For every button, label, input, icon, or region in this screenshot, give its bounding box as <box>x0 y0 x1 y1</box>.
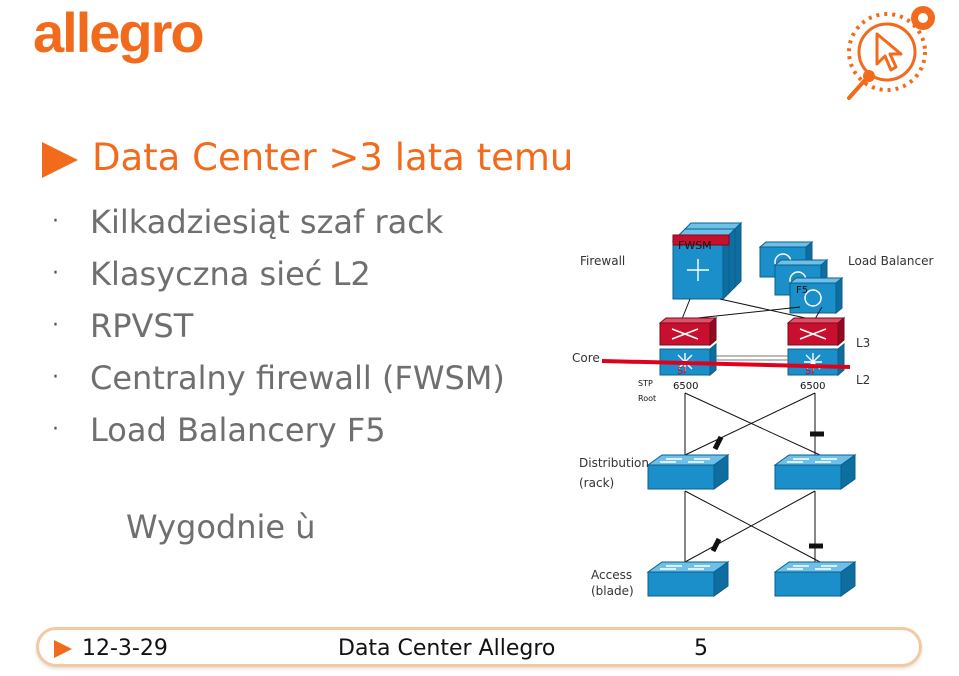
root-label: Root <box>638 394 656 403</box>
footer-arrow-icon <box>54 640 72 658</box>
bullet-item: · Kilkadziesiąt szaf rack <box>52 200 505 252</box>
bullet-marker: · <box>52 313 59 338</box>
firewall-label: Firewall <box>580 254 625 268</box>
bullet-text: Load Balancery F5 <box>90 411 386 449</box>
core-label: Core <box>572 351 600 365</box>
bullet-text: Centralny firewall (FWSM) <box>90 359 505 397</box>
bullet-marker: · <box>52 365 59 390</box>
bullet-item: · Centralny firewall (FWSM) <box>52 356 505 408</box>
footer-bar <box>36 627 922 667</box>
footer-title: Data Center Allegro <box>338 636 556 661</box>
bullet-marker: · <box>52 209 59 234</box>
slide-title: Data Center >3 lata temu <box>92 136 574 179</box>
distribution-switch <box>774 454 856 490</box>
distribution-label: Distribution <box>579 456 649 470</box>
load-balancer-label: Load Balancer <box>848 254 933 268</box>
bullet-item: · Load Balancery F5 <box>52 408 505 460</box>
l3-label: L3 <box>856 336 870 350</box>
bullet-text: Klasyczna sieć L2 <box>90 255 371 293</box>
footer-date: 12-3-29 <box>82 636 168 661</box>
fwsm-label: FWSM <box>678 239 712 252</box>
bullet-marker: · <box>52 417 59 442</box>
f5-label: F5 <box>796 285 808 296</box>
stp-label: STP <box>638 379 653 388</box>
access-switch <box>647 561 729 597</box>
bullet-list: · Kilkadziesiąt szaf rack · Klasyczna sieć… <box>52 200 505 460</box>
blade-label: (blade) <box>591 584 634 598</box>
fwsm-stack <box>672 222 742 300</box>
core-right-model: 6500 <box>800 381 825 392</box>
bullet-text: RPVST <box>90 307 194 345</box>
bullet-item: · Klasyczna sieć L2 <box>52 252 505 304</box>
bullet-marker: · <box>52 261 59 286</box>
bullet-item: · RPVST <box>52 304 505 356</box>
footer-page-number: 5 <box>694 636 708 661</box>
l2-l3-boundary-line <box>601 359 851 369</box>
rack-label: (rack) <box>579 476 614 490</box>
allegro-logo: allegro <box>33 1 205 64</box>
si-right: SI <box>805 366 814 377</box>
cursor-badge-icon <box>847 6 935 100</box>
access-switch <box>774 561 856 597</box>
access-label: Access <box>591 568 632 582</box>
core-left-model: 6500 <box>673 381 698 392</box>
si-left: SI <box>677 366 686 377</box>
note-text: Wygodnie ù <box>126 508 316 546</box>
bullet-text: Kilkadziesiąt szaf rack <box>90 203 444 241</box>
f5-stack <box>759 241 843 314</box>
title-arrow-icon <box>42 142 78 178</box>
blocked-port-marker <box>712 435 724 451</box>
blocked-port-marker <box>710 537 722 553</box>
distribution-switch <box>647 454 729 490</box>
l2-label: L2 <box>856 373 870 387</box>
network-diagram: FWSM F5 Firewall Load Balancer Core L3 L… <box>572 222 933 598</box>
